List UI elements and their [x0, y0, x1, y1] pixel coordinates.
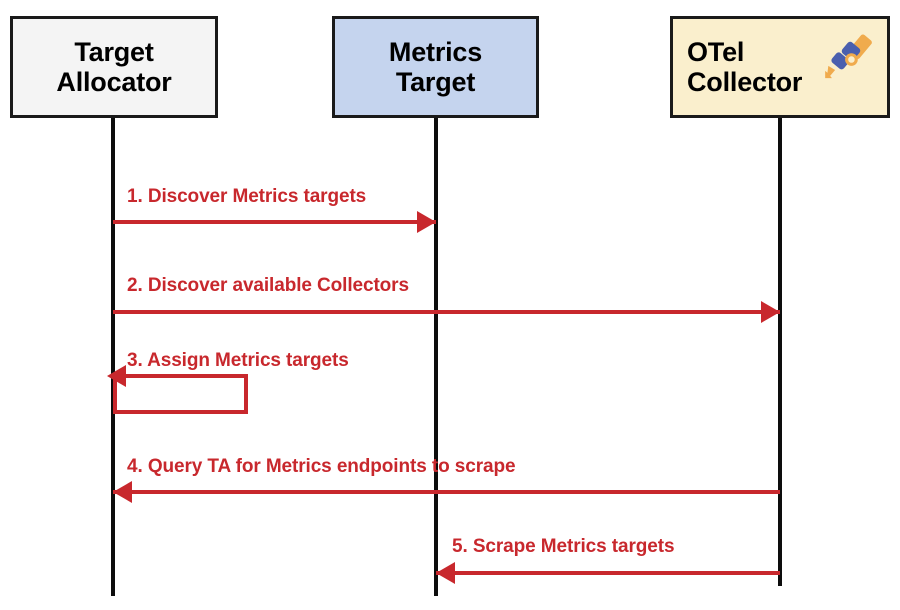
message-line-2 [113, 310, 780, 314]
message-line-1 [113, 220, 436, 224]
message-label-5: 5. Scrape Metrics targets [452, 536, 675, 557]
participant-box-metrics-target[interactable]: Metrics Target [332, 16, 539, 118]
message-arrowhead-5 [436, 562, 455, 584]
message-arrowhead-1 [417, 211, 436, 233]
message-arrowhead-4 [113, 481, 132, 503]
message-label-1: 1. Discover Metrics targets [127, 186, 367, 207]
selfloop-top-segment-3 [113, 374, 248, 378]
message-arrowhead-2 [761, 301, 780, 323]
selfloop-bottom-segment-3 [113, 410, 248, 414]
message-label-4: 4. Query TA for Metrics endpoints to scr… [127, 456, 516, 477]
lifeline-otel-collector [778, 118, 782, 586]
participant-box-target-allocator[interactable]: Target Allocator [10, 16, 218, 118]
message-label-3: 3. Assign Metrics targets [127, 350, 349, 371]
participant-label-otel-collector: OTel Collector [687, 36, 803, 97]
lifeline-target-allocator [111, 118, 115, 596]
message-arrowhead-3 [107, 365, 126, 387]
selfloop-right-segment-3 [244, 374, 248, 414]
participant-label-metrics-target: Metrics Target [388, 36, 483, 97]
lifeline-metrics-target [434, 118, 438, 596]
message-label-2: 2. Discover available Collectors [127, 275, 409, 296]
message-line-5 [436, 571, 780, 575]
participant-box-otel-collector[interactable]: OTel Collector [670, 16, 890, 118]
message-line-4 [113, 490, 780, 494]
participant-label-target-allocator: Target Allocator [56, 36, 172, 97]
opentelemetry-telescope-icon [817, 31, 875, 89]
selfloop-left-segment-3 [113, 374, 117, 414]
